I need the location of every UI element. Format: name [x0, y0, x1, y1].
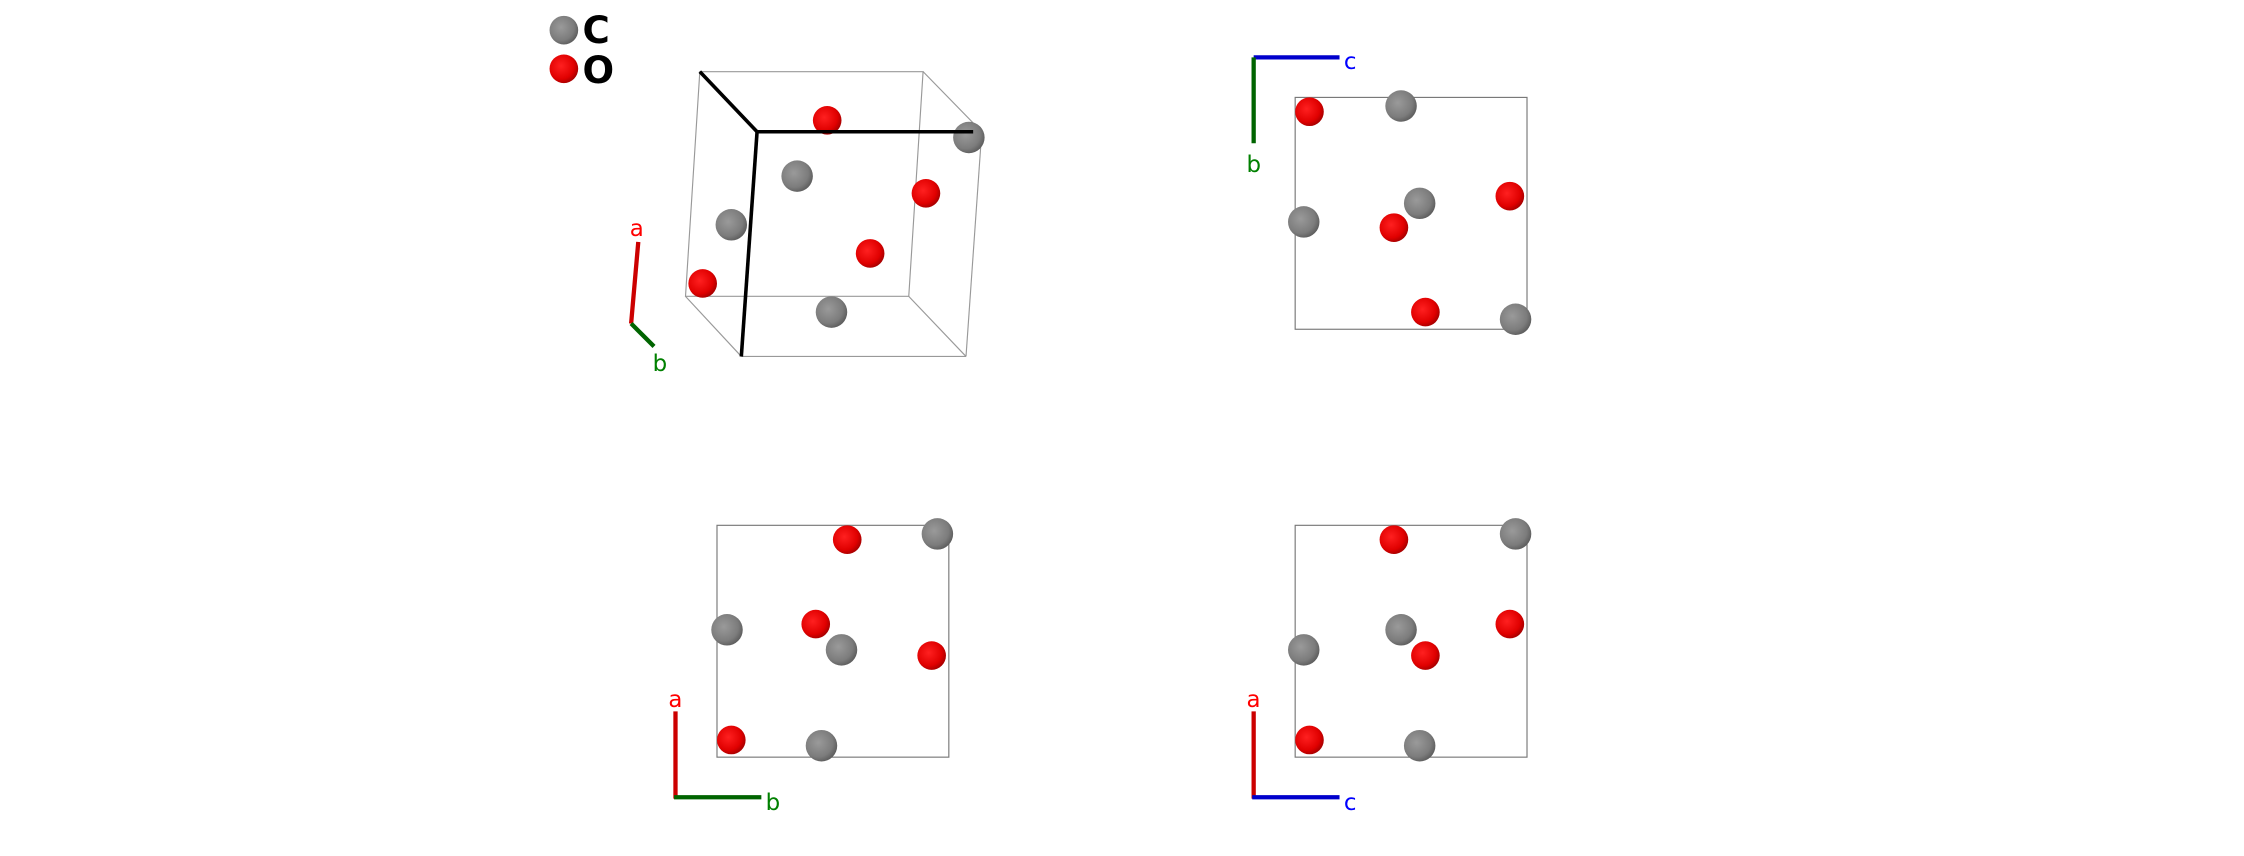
oxygen-atom [1495, 609, 1525, 639]
carbon-atom [1499, 303, 1532, 335]
axis-indicator: a c [1247, 687, 1357, 816]
carbon-atom [715, 209, 748, 241]
axis-indicator: a b [668, 687, 780, 816]
carbon-atom [1288, 206, 1320, 238]
oxygen-atom [1411, 297, 1440, 327]
axis-c-label: c [1344, 790, 1357, 816]
oxygen-atom [832, 525, 862, 554]
unit-cell-box [684, 71, 983, 358]
carbon-atom [781, 160, 813, 192]
oxygen-atom [917, 641, 946, 670]
axis-b-arrow [629, 322, 656, 348]
carbon-atom [1403, 187, 1436, 220]
legend-carbon-label: C [582, 8, 609, 52]
carbon-atom [711, 614, 743, 646]
carbon-atom [921, 518, 954, 550]
carbon-atom [1385, 614, 1417, 646]
carbon-atom [953, 121, 985, 154]
legend: C O [549, 8, 614, 92]
carbon-atom [1385, 90, 1417, 122]
oxygen-atom [716, 725, 746, 755]
legend-oxygen-swatch [549, 54, 579, 84]
carbon-atom [815, 296, 848, 328]
oxygen-atom [812, 105, 842, 135]
oxygen-atom [801, 609, 831, 639]
panel-view-ac: a c [1247, 518, 1532, 816]
axis-a-label: a [630, 216, 644, 242]
panel-perspective: a b [628, 70, 985, 377]
axis-indicator: a b [628, 216, 668, 377]
axis-b-label: b [766, 790, 781, 816]
oxygen-atom [688, 269, 717, 298]
oxygen-atom [1495, 181, 1525, 211]
axis-indicator: c b [1247, 49, 1357, 178]
oxygen-atom [911, 178, 941, 208]
oxygen-atom [1295, 97, 1324, 127]
axis-c-label: c [1344, 49, 1357, 75]
legend-oxygen-label: O [582, 48, 614, 92]
carbon-atom [1403, 729, 1436, 762]
oxygen-atom [855, 239, 885, 268]
carbon-atom [805, 729, 838, 762]
carbon-atom [1288, 634, 1320, 666]
legend-carbon-swatch [549, 15, 579, 45]
axis-a-label: a [668, 687, 682, 713]
axis-b-label: b [653, 351, 668, 377]
axis-a-arrow [628, 241, 641, 324]
panel-view-bc: c b [1247, 49, 1532, 335]
oxygen-atom [1411, 641, 1440, 670]
panel-view-ab: a b [668, 518, 954, 816]
oxygen-atom [1379, 525, 1409, 554]
carbon-atom [1499, 518, 1532, 550]
axis-a-label: a [1247, 687, 1261, 713]
unit-cell-highlight-edges [698, 70, 759, 357]
oxygen-atom [1379, 213, 1409, 242]
carbon-atom [825, 634, 858, 666]
axis-b-label: b [1247, 152, 1262, 178]
oxygen-atom [1295, 725, 1324, 755]
